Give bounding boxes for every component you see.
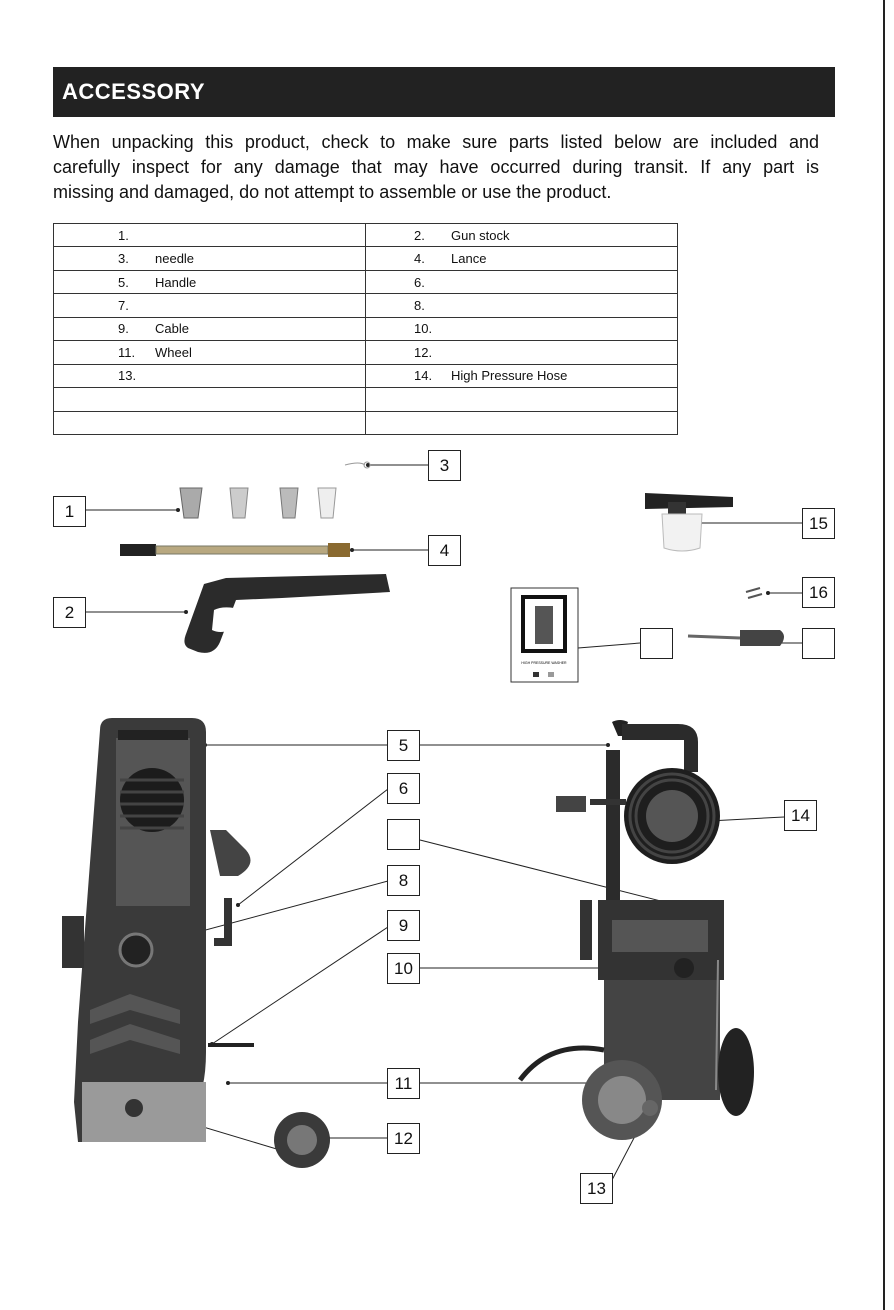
callout-8: 8 [387, 865, 420, 896]
screwdriver [687, 630, 784, 646]
parts-cell-left: 13. [53, 363, 366, 389]
callout-11: 11 [387, 1068, 420, 1099]
part-number: 5. [118, 274, 129, 290]
part-number: 1. [118, 227, 129, 243]
spray-gun [184, 574, 390, 653]
intro-line: carefully inspect for any damage that ma… [53, 157, 819, 177]
part-label: Gun stock [451, 227, 510, 243]
parts-cell-right: 4. Lance [365, 246, 678, 271]
part-label: needle [155, 251, 195, 267]
callout-2: 2 [53, 597, 86, 628]
part-number: 13. [118, 368, 137, 384]
parts-cell-right: 6. [365, 269, 678, 295]
quick-connector [274, 1112, 330, 1168]
part-number: 7. [118, 298, 129, 314]
parts-row [53, 410, 678, 435]
callout-7 [387, 819, 420, 850]
callout-14: 14 [784, 800, 817, 831]
washer-rear-view [518, 720, 754, 1140]
parts-cell-left [53, 410, 366, 435]
callout-10: 10 [387, 953, 420, 984]
parts-row: 9. Cable 10. [53, 316, 678, 342]
parts-cell-right: 14. High Pressure Hose [365, 363, 678, 389]
parts-cell-left: 5. Handle [53, 269, 366, 295]
parts-row: 7. 8. [53, 293, 678, 318]
part-label: Cable [155, 321, 189, 337]
parts-cell-right: 12. [365, 340, 678, 365]
part-label: Lance [451, 251, 487, 267]
part-number: 4. [414, 251, 425, 267]
parts-cell-left [53, 387, 366, 412]
callout-blank-a [802, 628, 835, 659]
part-number: 11. [118, 344, 136, 360]
parts-cell-right [365, 410, 678, 435]
parts-cell-left: 9. Cable [53, 316, 366, 342]
parts-row [53, 387, 678, 412]
callout-12: 12 [387, 1123, 420, 1154]
callout-5: 5 [387, 730, 420, 761]
callout-6: 6 [387, 773, 420, 804]
parts-cell-right: 8. [365, 293, 678, 318]
part-number: 8. [414, 298, 425, 314]
manual-title: HIGH PRESSURE WASHER [521, 661, 567, 665]
parts-cell-left: 7. [53, 293, 366, 318]
washer-front-view [62, 718, 254, 1142]
parts-cell-left: 1. [53, 222, 366, 248]
section-title: ACCESSORY [62, 79, 206, 104]
part-number: 2. [414, 227, 425, 243]
part-label: Wheel [155, 344, 192, 360]
parts-row: 3. needle 4. Lance [53, 246, 678, 271]
part-number: 12. [414, 344, 433, 360]
parts-row: 11. Wheel 12. [53, 340, 678, 365]
nozzle-set [179, 487, 337, 519]
part-label: Handle [155, 274, 197, 290]
callout-9: 9 [387, 910, 420, 941]
section-header: ACCESSORY [53, 67, 835, 117]
parts-row: 1. 2. Gun stock [53, 222, 678, 248]
parts-cell-left: 11. Wheel [53, 340, 366, 365]
callout-1: 1 [53, 496, 86, 527]
parts-row: 5. Handle 6. [53, 269, 678, 295]
parts-cell-right [365, 387, 678, 412]
part-number: 3. [118, 251, 129, 267]
callout-blank-b [640, 628, 673, 659]
intro-line: missing and damaged, do not attempt to a… [53, 182, 612, 202]
user-manual [510, 587, 579, 683]
parts-cell-right: 2. Gun stock [365, 222, 678, 248]
callout-3: 3 [428, 450, 461, 481]
part-number: 9. [118, 321, 129, 337]
part-number: 14. [414, 368, 433, 384]
intro-line: When unpacking this product, check to ma… [53, 132, 819, 152]
callout-15: 15 [802, 508, 835, 539]
foam-bottle [645, 493, 733, 552]
parts-cell-right: 10. [365, 316, 678, 342]
callout-13: 13 [580, 1173, 613, 1204]
callout-16: 16 [802, 577, 835, 608]
intro-paragraph: When unpacking this product, check to ma… [53, 130, 819, 205]
callout-4: 4 [428, 535, 461, 566]
part-number: 6. [414, 274, 425, 290]
part-label: High Pressure Hose [451, 368, 568, 384]
parts-table: 1. 2. Gun stock 3. needle 4. Lance 5. Handle 6. 7.… [53, 222, 678, 435]
page-edge [883, 0, 885, 1310]
lance [120, 543, 350, 557]
parts-row: 13. 14. High Pressure Hose [53, 363, 678, 389]
part-number: 10. [414, 321, 433, 337]
